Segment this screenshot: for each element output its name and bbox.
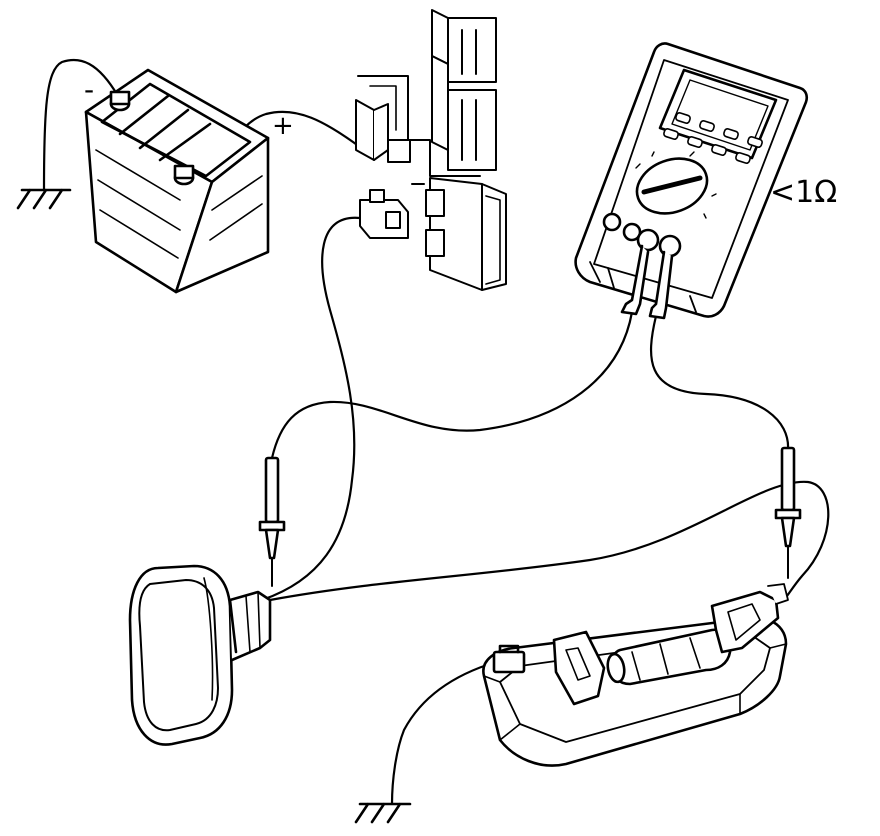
multimeter-socket-2 bbox=[622, 222, 642, 242]
fuse-box bbox=[355, 9, 507, 291]
ground-symbol-battery bbox=[16, 188, 72, 210]
multimeter-lead-plug-left bbox=[620, 244, 650, 316]
battery bbox=[84, 68, 270, 294]
ground-symbol-lamp bbox=[354, 802, 412, 824]
multimeter-buttons bbox=[663, 112, 763, 164]
resistance-reading-label: <1Ω bbox=[770, 175, 837, 210]
connector-upper bbox=[355, 99, 375, 161]
lamp-unit bbox=[482, 583, 789, 767]
multimeter-socket-3 bbox=[636, 228, 660, 252]
wire-connector-switch bbox=[260, 216, 362, 602]
lamp-connector bbox=[492, 650, 526, 674]
multimeter-lead-plug-right bbox=[648, 250, 674, 320]
battery-negative-label: - bbox=[84, 73, 94, 106]
wire-meter-probe-right bbox=[650, 314, 790, 452]
battery-positive-label: + bbox=[272, 111, 294, 141]
wire-lamp-ground bbox=[390, 660, 498, 806]
multimeter-socket-1 bbox=[602, 212, 622, 232]
switch bbox=[128, 564, 272, 746]
wire-meter-probe-left bbox=[270, 310, 634, 460]
test-probe-left bbox=[258, 456, 286, 587]
test-probe-right bbox=[774, 446, 802, 579]
multimeter bbox=[574, 42, 809, 320]
wire-switch-lamp bbox=[268, 480, 830, 602]
wire-battery-ground bbox=[42, 58, 120, 192]
